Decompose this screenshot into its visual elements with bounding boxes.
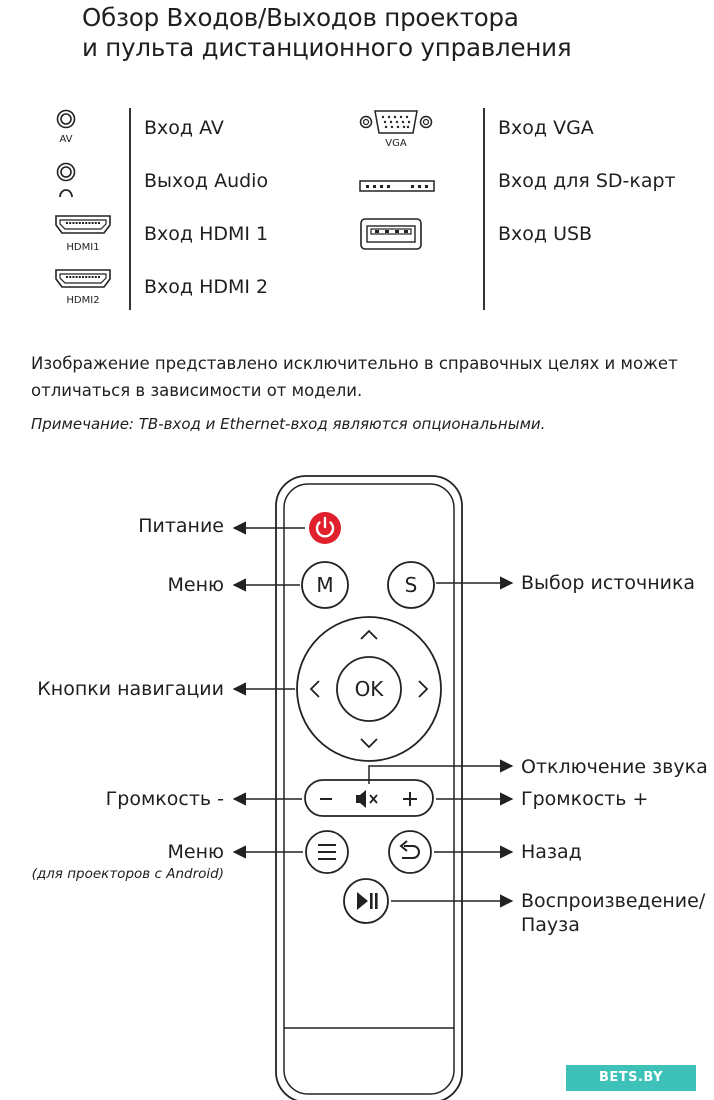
- remote-body-inner: [283, 483, 455, 1095]
- vga-port-icon: [358, 108, 434, 140]
- title-line-2: и пульта дистанционного управления: [82, 33, 572, 62]
- android-menu-button[interactable]: [305, 830, 349, 874]
- port-label-hdmi1: Вход HDMI 1: [144, 223, 269, 245]
- port-label-vga: Вход VGA: [498, 117, 594, 139]
- arrow-mute: [368, 759, 514, 784]
- label-play-pause-2: Пауза: [521, 914, 580, 936]
- page-title: Обзор Входов/Выходов проектора и пульта …: [82, 3, 572, 63]
- ports-overview: AV Вход AV Выход Audio HDMI1 Вход HDMI 1…: [0, 0, 714, 330]
- port-label-usb: Вход USB: [498, 223, 593, 245]
- port-label-hdmi2: Вход HDMI 2: [144, 276, 269, 298]
- ok-button-label: OK: [354, 677, 384, 701]
- hdmi-port-icon: [54, 214, 112, 240]
- av-sublabel: AV: [59, 134, 73, 145]
- ok-button[interactable]: [336, 656, 402, 722]
- hdmi1-sublabel: HDMI1: [66, 242, 100, 253]
- power-button[interactable]: [309, 512, 341, 544]
- back-icon: [402, 845, 420, 859]
- play-pause-button[interactable]: [343, 878, 389, 924]
- divider-right: [483, 108, 485, 310]
- title-line-1: Обзор Входов/Выходов проектора: [82, 3, 519, 32]
- av-jack-icon: [55, 108, 77, 134]
- watermark-badge: BETS.BY: [566, 1065, 696, 1091]
- nav-up-icon: [360, 629, 378, 640]
- label-vol-down: Громкость -: [105, 788, 224, 810]
- nav-down-icon: [360, 738, 378, 749]
- nav-right-icon: [418, 680, 429, 698]
- menu-button[interactable]: [301, 561, 349, 609]
- port-label-av: Вход AV: [144, 117, 224, 139]
- vga-sublabel: VGA: [385, 138, 407, 149]
- usb-port-icon: [360, 218, 422, 254]
- label-android-menu: Меню: [167, 841, 225, 863]
- label-menu: Меню: [167, 574, 225, 596]
- label-power: Питание: [138, 515, 224, 537]
- optional-note: Примечание: ТВ-вход и Ethernet-вход явля…: [31, 415, 546, 433]
- hdmi2-sublabel: HDMI2: [66, 295, 100, 306]
- port-label-sd: Вход для SD-карт: [498, 170, 676, 192]
- label-android-menu-note: (для проекторов с Android): [31, 866, 224, 882]
- volume-up-button[interactable]: [403, 792, 417, 806]
- hdmi-port-icon: [54, 268, 112, 294]
- label-mute: Отключение звука: [521, 756, 708, 778]
- port-label-audio: Выход Audio: [144, 170, 269, 192]
- disclaimer-text: Изображение представлено исключительно в…: [31, 354, 678, 400]
- nav-left-icon: [309, 680, 320, 698]
- back-button[interactable]: [388, 830, 432, 874]
- label-navigation: Кнопки навигации: [37, 678, 224, 700]
- remote-body-outer: [275, 475, 463, 1100]
- label-play-pause-1: Воспроизведение/: [521, 890, 706, 912]
- label-source: Выбор источника: [521, 572, 696, 594]
- source-button-label: S: [404, 573, 418, 597]
- power-icon: [315, 521, 335, 538]
- divider-left: [129, 108, 131, 310]
- play-pause-icon: [357, 892, 368, 910]
- label-vol-up: Громкость +: [521, 788, 649, 810]
- label-back: Назад: [521, 841, 582, 863]
- navigation-pad[interactable]: [296, 616, 442, 762]
- mute-icon[interactable]: [356, 790, 378, 808]
- source-button[interactable]: [387, 561, 435, 609]
- sd-card-slot-icon: [359, 177, 435, 196]
- menu-button-label: M: [316, 573, 334, 597]
- headphone-jack-icon: [55, 161, 77, 205]
